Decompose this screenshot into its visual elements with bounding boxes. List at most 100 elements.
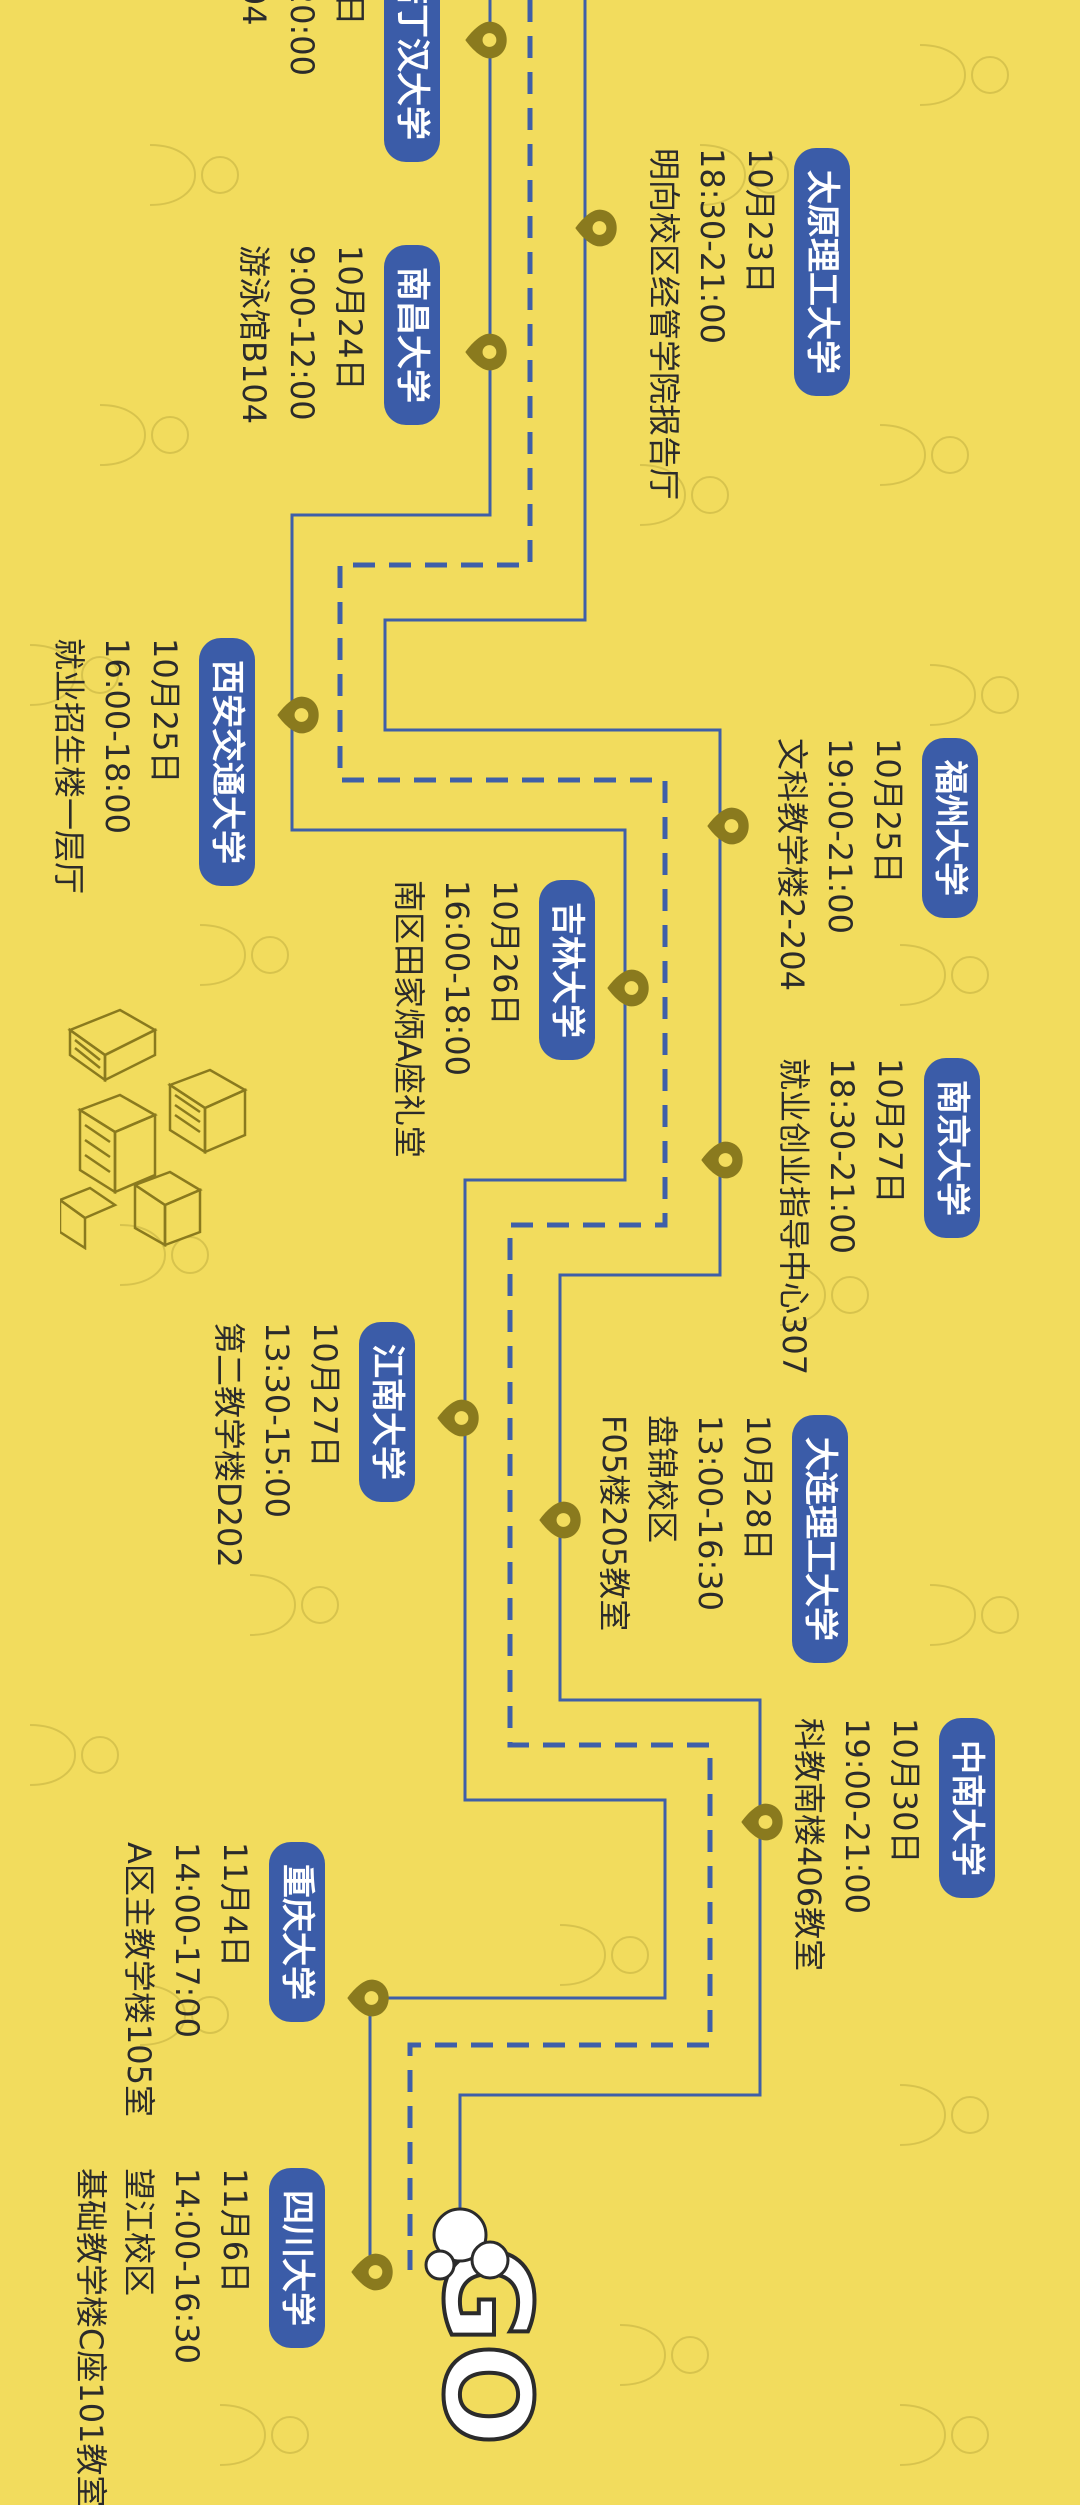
location-pin-icon xyxy=(345,1975,391,2021)
event-date: 10月27日 xyxy=(871,1058,909,1204)
university-name-badge: 南京大学 xyxy=(924,1058,980,1238)
event-campus: 盘锦校区 xyxy=(643,1415,681,1544)
background-person-outline xyxy=(619,2300,710,2410)
background-person-outline xyxy=(99,380,190,490)
event-date: 10月30日 xyxy=(886,1718,924,1864)
university-entry: 重庆大学 11月4日 14:00-17:00 A区主教学楼105室 xyxy=(115,1842,325,2117)
university-entry: 中南大学 10月30日 19:00-21:00 科教南楼406教室 xyxy=(785,1718,995,1971)
background-person-outline xyxy=(219,2380,310,2490)
location-pin-icon xyxy=(463,17,509,63)
background-person-outline xyxy=(899,2060,990,2170)
background-person-outline xyxy=(249,1550,340,1660)
event-venue: 科教南楼406教室 xyxy=(790,1718,828,1972)
buildings-illustration xyxy=(60,1008,248,1250)
university-name-badge: 大连理工大学 xyxy=(792,1415,848,1663)
route-solid-inner xyxy=(290,0,667,2270)
event-date: 10月25日 xyxy=(869,738,907,884)
event-date: 10月22日 xyxy=(326,0,374,162)
event-date: 11月4日 xyxy=(216,1842,254,1968)
location-pin-icon xyxy=(573,205,619,251)
university-name-badge: 南昌大学 xyxy=(384,245,440,425)
university-name-badge: 吉林大学 xyxy=(539,880,595,1060)
route-solid-outer xyxy=(383,0,762,2240)
location-pin-icon xyxy=(463,329,509,375)
location-pin-icon xyxy=(349,2249,395,2295)
location-pin-icon xyxy=(705,803,751,849)
go-decoration: GO xyxy=(414,2207,550,2448)
event-date: 10月25日 xyxy=(146,638,184,784)
event-time: 18:30-20:00 xyxy=(278,0,326,162)
background-person-outline xyxy=(29,620,120,730)
university-entry: 江南大学 10月27日 13:30-15:00 第二教学楼D202 xyxy=(205,1322,415,1568)
event-date: 10月26日 xyxy=(486,880,524,1026)
location-pin-icon xyxy=(605,965,651,1011)
university-name-badge: 福州大学 xyxy=(922,738,978,918)
event-time: 19:00-21:00 xyxy=(821,738,859,934)
location-pin-icon xyxy=(435,1395,481,1441)
university-entry: 宁波诺丁汉大学 10月22日 18:30-20:00 学区4404 xyxy=(230,0,440,162)
location-pin-icon xyxy=(537,1497,583,1543)
event-time: 13:30-15:00 xyxy=(258,1322,296,1518)
university-entry: 南昌大学 10月24日 9:00-12:00 游泳馆B104 xyxy=(230,245,440,425)
event-venue: 明向校区经管学院报告厅 xyxy=(645,148,683,501)
event-campus: 望江校区 xyxy=(120,2168,158,2297)
event-venue: 基础教学楼C座101教室 xyxy=(72,2168,110,2505)
event-venue: A区主教学楼105室 xyxy=(120,1842,158,2117)
event-time: 18:30-21:00 xyxy=(823,1058,861,1254)
background-person-outline xyxy=(899,920,990,1030)
event-time: 19:00-21:00 xyxy=(838,1718,876,1914)
university-name-badge: 四川大学 xyxy=(269,2168,325,2348)
location-pin-icon xyxy=(699,1137,745,1183)
event-date: 10月23日 xyxy=(741,148,779,294)
background-person-outline xyxy=(149,120,240,230)
route-dashed xyxy=(337,0,713,2270)
event-venue: 就业创业指导中心307 xyxy=(775,1058,813,1376)
event-time: 14:00-17:00 xyxy=(168,1842,206,2038)
university-name-badge: 西安交通大学 xyxy=(199,638,255,886)
background-person-outline xyxy=(199,900,290,1010)
location-pin-icon xyxy=(739,1799,785,1845)
university-entry: 吉林大学 10月26日 16:00-18:00 南区田家炳A座礼堂 xyxy=(385,880,595,1158)
university-entry: 福州大学 10月25日 19:00-21:00 文科教学楼2-204 xyxy=(768,738,978,991)
university-entry: 四川大学 11月6日 14:00-16:30 望江校区 基础教学楼C座101教室 xyxy=(67,2168,325,2505)
background-person-outline xyxy=(929,640,1020,750)
university-entry: 南京大学 10月27日 18:30-21:00 就业创业指导中心307 xyxy=(770,1058,980,1375)
background-person-outline xyxy=(639,440,730,550)
university-entry: 太原理工大学 10月23日 18:30-21:00 明向校区经管学院报告厅 xyxy=(640,148,850,500)
event-venue: 南区田家炳A座礼堂 xyxy=(390,880,428,1158)
event-date: 10月24日 xyxy=(331,245,369,391)
background-person-outline xyxy=(779,1240,870,1350)
event-venue: 学区4404 xyxy=(230,0,278,162)
university-name-badge: 中南大学 xyxy=(939,1718,995,1898)
background-person-outline xyxy=(559,1900,650,2010)
event-time: 16:00-18:00 xyxy=(98,638,136,834)
background-person-outline xyxy=(139,1960,230,2070)
university-entry: 西安交通大学 10月25日 16:00-18:00 就业招生楼一层厅 xyxy=(45,638,255,894)
event-time: 14:00-16:30 xyxy=(168,2168,206,2364)
event-venue: F05楼205教室 xyxy=(595,1415,633,1632)
background-person-outline xyxy=(879,400,970,510)
event-time: 18:30-21:00 xyxy=(693,148,731,344)
event-time: 9:00-12:00 xyxy=(283,245,321,421)
background-person-outline xyxy=(899,2380,990,2490)
event-date: 11月6日 xyxy=(216,2168,254,2294)
university-name-badge: 重庆大学 xyxy=(269,1842,325,2022)
event-date: 10月28日 xyxy=(739,1415,777,1561)
background-person-outline xyxy=(919,20,1010,130)
university-name-badge: 太原理工大学 xyxy=(794,148,850,396)
university-entry: 大连理工大学 10月28日 13:00-16:30 盘锦校区 F05楼205教室 xyxy=(590,1415,848,1663)
event-time: 13:00-16:30 xyxy=(691,1415,729,1611)
background-person-outline xyxy=(29,1700,120,1810)
event-date: 10月27日 xyxy=(306,1322,344,1468)
location-pin-icon xyxy=(275,692,321,738)
event-venue: 文科教学楼2-204 xyxy=(773,738,811,991)
university-name-badge: 宁波诺丁汉大学 xyxy=(384,0,440,162)
background-person-outline xyxy=(929,1560,1020,1670)
event-time: 16:00-18:00 xyxy=(438,880,476,1076)
university-name-badge: 江南大学 xyxy=(359,1322,415,1502)
event-venue: 就业招生楼一层厅 xyxy=(50,638,88,895)
event-venue: 第二教学楼D202 xyxy=(210,1322,248,1568)
event-venue: 游泳馆B104 xyxy=(235,245,273,425)
